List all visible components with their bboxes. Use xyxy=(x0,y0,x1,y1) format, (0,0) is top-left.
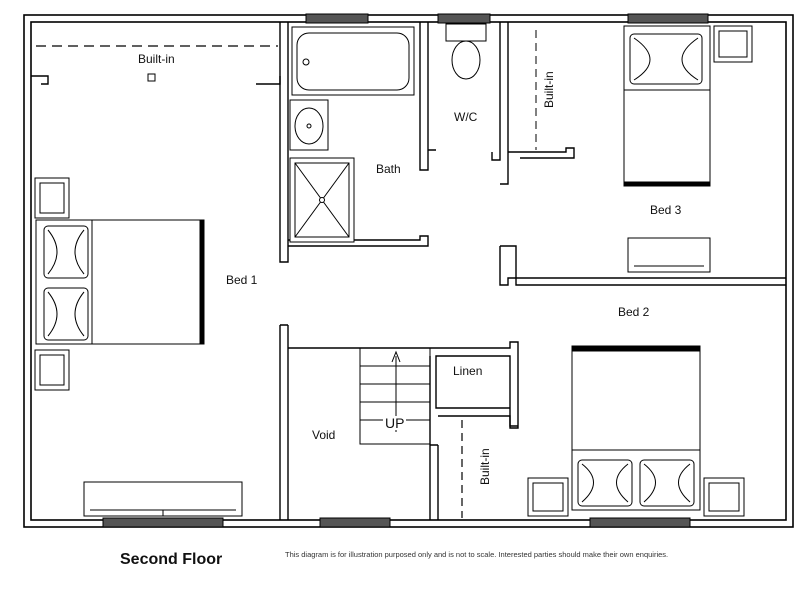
bathtub xyxy=(291,26,415,96)
bed2-builtin-label: Built-in xyxy=(478,448,492,485)
bed1-dresser xyxy=(83,481,243,517)
bed3-bed xyxy=(623,25,711,187)
bed3-builtin-label: Built-in xyxy=(542,71,556,108)
wc-label: W/C xyxy=(454,110,478,124)
bed1-builtin-label: Built-in xyxy=(138,52,175,66)
bed2-side-tables xyxy=(527,477,745,517)
floor-title: Second Floor xyxy=(120,551,223,568)
bed3-dresser xyxy=(627,237,711,273)
basin xyxy=(289,99,329,151)
bed1-side-tables xyxy=(34,177,70,391)
light-fixture xyxy=(147,73,156,82)
linen-label: Linen xyxy=(453,364,483,378)
shower xyxy=(289,157,355,243)
exterior-walls xyxy=(23,14,794,528)
bath-label: Bath xyxy=(376,162,401,176)
bed2-bed xyxy=(571,345,701,511)
void-label: Void xyxy=(312,428,336,442)
toilet xyxy=(445,23,487,80)
windows xyxy=(102,13,709,528)
bed1-bed xyxy=(35,219,205,345)
stairs-up-label: UP xyxy=(383,415,407,431)
bed3-label: Bed 3 xyxy=(650,203,682,217)
bed2-label: Bed 2 xyxy=(618,305,650,319)
bed1-label: Bed 1 xyxy=(226,273,258,287)
bed3-side-table xyxy=(713,25,753,63)
disclaimer-text: This diagram is for illustration purpose… xyxy=(285,550,669,559)
